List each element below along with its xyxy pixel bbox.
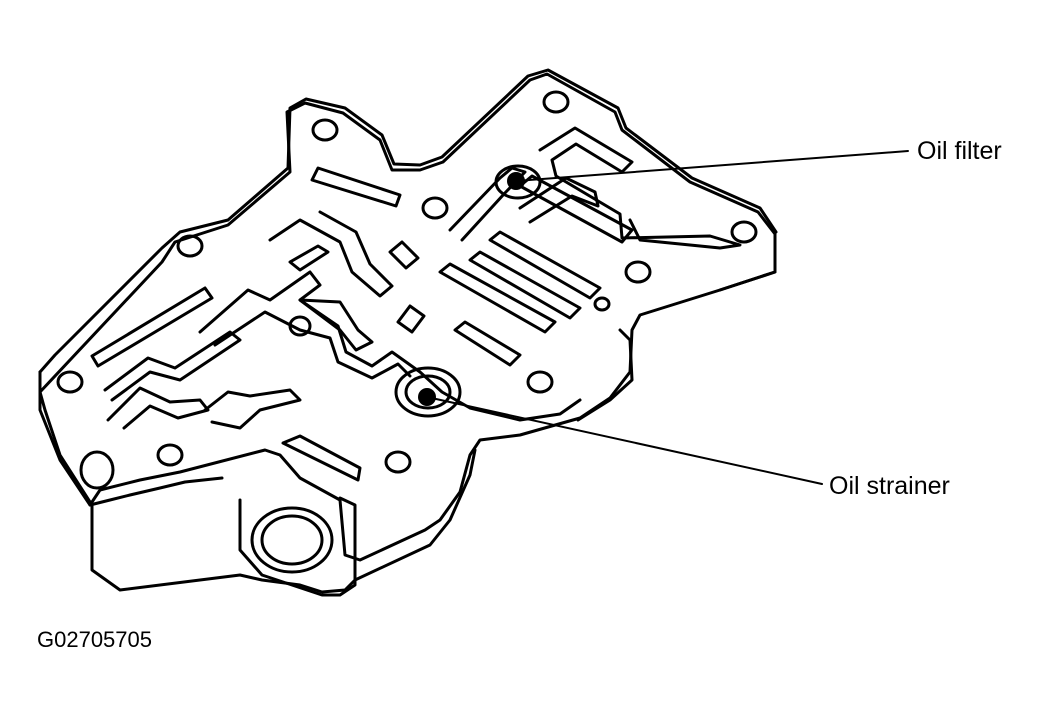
oil-strainer-leader (426, 396, 823, 485)
bolt-holes (56, 90, 758, 474)
bolt-hole (176, 234, 204, 258)
passage-slot (468, 250, 582, 320)
mounting-tab (88, 476, 224, 507)
passage-slot (438, 262, 557, 334)
fluid-passages (90, 126, 742, 482)
bolt-hole (156, 443, 184, 467)
bolt-hole (421, 196, 449, 220)
passage-channel (281, 434, 362, 482)
passage-channel (106, 386, 210, 430)
plate-side-bottom (38, 390, 477, 594)
passage-channel (103, 330, 242, 402)
passage-slot (388, 240, 420, 270)
passage-slot (90, 286, 214, 368)
oil-filter-label: Oil filter (917, 137, 1002, 165)
passage-channel (518, 176, 600, 224)
figure-id: G02705705 (37, 627, 152, 652)
bolt-hole (526, 370, 554, 394)
passage-channel (213, 310, 412, 380)
valve-body-outline (38, 72, 777, 562)
plate-right-edge (576, 328, 634, 422)
passage-channel (298, 298, 374, 352)
passage-slot (396, 304, 426, 334)
bolt-hole (730, 220, 758, 244)
side-bore (79, 450, 115, 490)
passage-channel (268, 210, 394, 298)
plate-right-edge-2 (718, 270, 777, 292)
oil-strainer-port-inner (404, 374, 452, 410)
passage-slot (310, 166, 402, 208)
passage-channel (448, 166, 527, 242)
passage-channel (288, 244, 330, 272)
oil-strainer-port-outer (394, 366, 462, 418)
mounting-lug (238, 496, 357, 597)
oil-strainer-label: Oil strainer (829, 472, 950, 500)
bolt-hole (384, 450, 412, 474)
passage-channel (538, 126, 742, 250)
bolt-hole (542, 90, 570, 114)
bolt-hole (624, 260, 652, 284)
passage-channel (198, 270, 582, 422)
passage-channel (203, 388, 302, 430)
oil-filter-leader (515, 150, 909, 182)
lug-bore-outer (250, 506, 334, 574)
passage-slot (488, 230, 602, 300)
passage-slot (518, 174, 634, 244)
lug-bore-inner (260, 514, 324, 566)
passage-slot (453, 320, 522, 367)
bolt-hole (56, 370, 84, 394)
oil-filter-port (494, 164, 542, 200)
bolt-hole (311, 118, 339, 142)
bolt-hole (593, 296, 611, 312)
plate-top-rim (38, 68, 778, 374)
